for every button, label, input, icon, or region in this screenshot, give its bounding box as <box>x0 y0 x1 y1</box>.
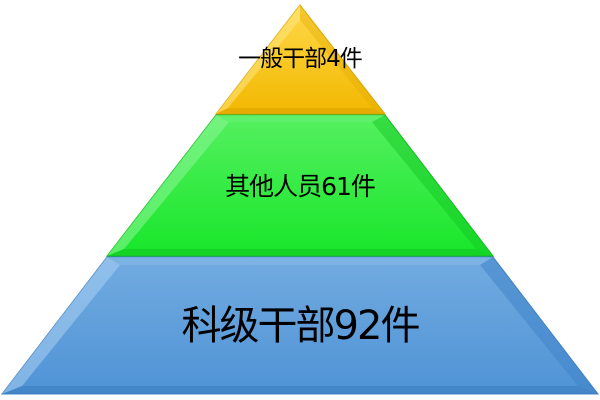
tier-bottom-shape <box>0 256 600 395</box>
tier-top-shape <box>214 4 387 115</box>
tier-bottom-label: 科级干部92件 <box>181 303 421 349</box>
tier-middle-shape <box>105 114 495 257</box>
tier-top-label: 一般干部4件 <box>238 46 363 72</box>
tier-middle-label: 其他人员61件 <box>225 172 376 201</box>
